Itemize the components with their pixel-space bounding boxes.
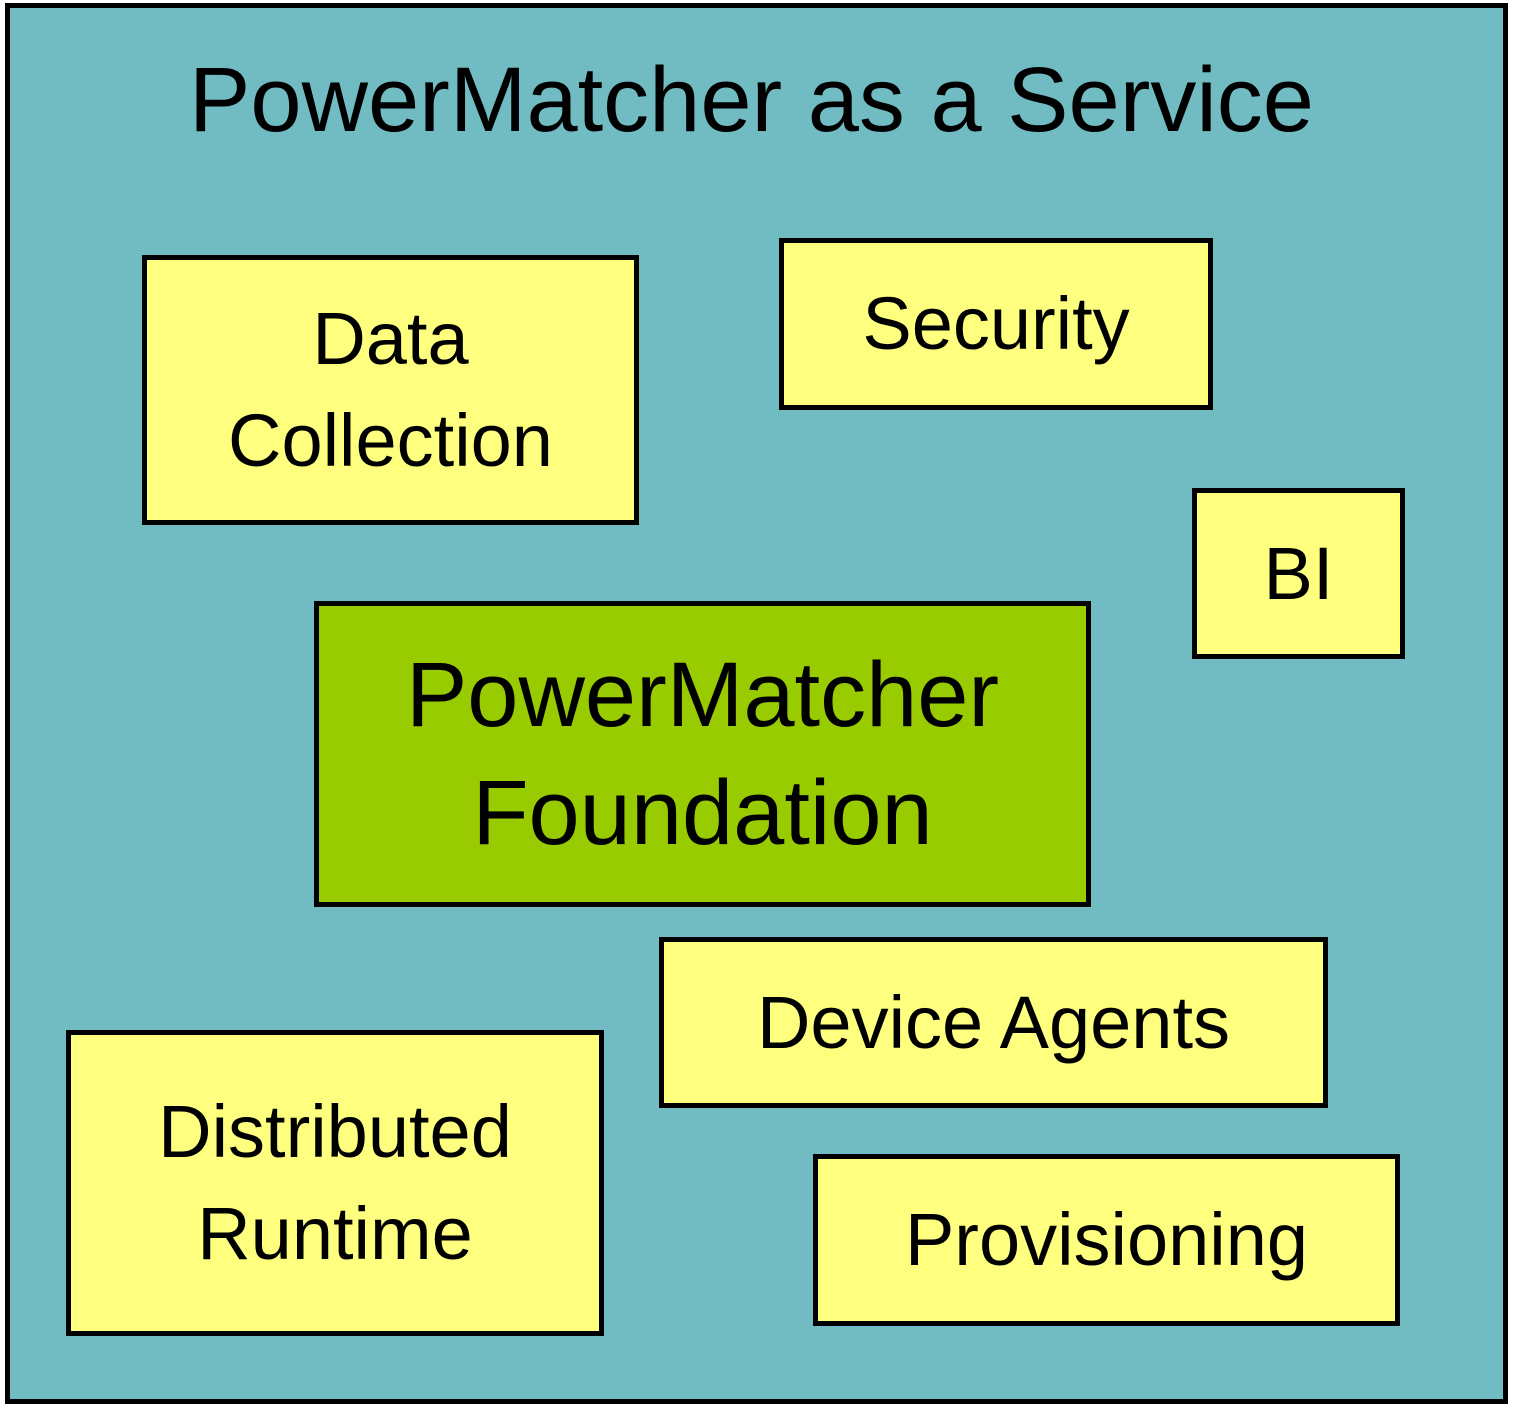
powermatcher-foundation-box: PowerMatcher Foundation	[314, 601, 1091, 907]
distributed-runtime-box: Distributed Runtime	[66, 1030, 604, 1336]
device-agents-label: Device Agents	[756, 980, 1231, 1064]
provisioning-label: Provisioning	[904, 1198, 1309, 1281]
device-agents-box: Device Agents	[659, 937, 1328, 1108]
data-collection-label: Data Collection	[228, 297, 553, 482]
distributed-runtime-label: Distributed Runtime	[158, 1090, 512, 1275]
provisioning-box: Provisioning	[813, 1154, 1400, 1326]
bi-box: BI	[1192, 488, 1405, 659]
diagram-title: PowerMatcher as a Service	[189, 49, 1314, 151]
security-box: Security	[779, 238, 1213, 410]
powermatcher-foundation-label: PowerMatcher Foundation	[405, 644, 1000, 864]
bi-label: BI	[1263, 531, 1334, 615]
data-collection-box: Data Collection	[142, 255, 639, 525]
security-label: Security	[862, 282, 1130, 365]
